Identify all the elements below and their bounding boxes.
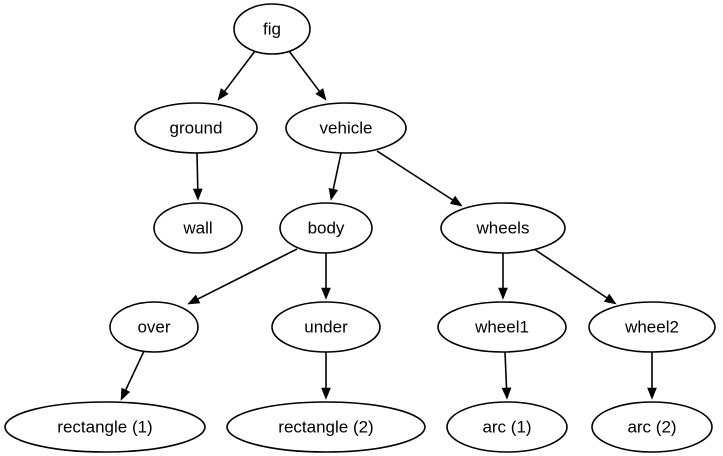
edge-wheels-to-wheel1 (498, 253, 508, 300)
graph-node-under[interactable]: under (271, 301, 381, 353)
edge-body-to-over (187, 248, 298, 305)
graph-node-ground[interactable]: ground (134, 102, 258, 154)
edge-line (288, 50, 322, 94)
arrowhead-icon (501, 387, 512, 400)
node-ellipse[interactable] (4, 401, 206, 453)
arrowhead-icon (449, 195, 463, 207)
edge-line (504, 351, 508, 391)
graph-node-rectangle2[interactable]: rectangle (2) (226, 401, 426, 453)
node-ellipse[interactable] (437, 301, 567, 353)
edge-wheel2-to-arc2 (647, 352, 657, 400)
edge-vehicle-to-body (328, 152, 342, 201)
graph-node-wheel1[interactable]: wheel1 (437, 301, 567, 353)
arrowhead-icon (315, 88, 327, 101)
node-ellipse[interactable] (233, 3, 311, 55)
edge-line (124, 350, 145, 393)
arrowhead-icon (187, 294, 201, 305)
node-ellipse[interactable] (285, 102, 407, 154)
node-ellipse[interactable] (153, 202, 243, 254)
edge-line (533, 248, 609, 300)
graph-node-rectangle1[interactable]: rectangle (1) (4, 401, 206, 453)
edge-ground-to-wall (192, 152, 203, 201)
arrowhead-icon (120, 387, 131, 401)
edge-under-to-rectangle2 (321, 352, 331, 400)
arrowhead-icon (321, 287, 331, 300)
node-ellipse[interactable] (440, 202, 566, 254)
edge-fig-to-vehicle (288, 50, 327, 101)
graph-node-fig[interactable]: fig (233, 3, 311, 55)
arrowhead-icon (498, 287, 508, 300)
edge-line (332, 152, 342, 192)
arrowhead-icon (328, 187, 339, 201)
node-ellipse[interactable] (588, 301, 716, 353)
edge-wheels-to-wheel2 (533, 248, 617, 305)
arrowhead-icon (603, 293, 617, 305)
edge-over-to-rectangle1 (120, 350, 145, 401)
graph-node-over[interactable]: over (109, 301, 199, 353)
arrowhead-icon (217, 88, 229, 101)
edge-fig-to-ground (217, 50, 256, 101)
edge-line (222, 50, 256, 94)
edges-layer (120, 50, 657, 401)
edge-wheel1-to-arc1 (501, 351, 512, 400)
graph-node-body[interactable]: body (279, 202, 373, 254)
edge-line (196, 152, 199, 192)
node-ellipse[interactable] (446, 401, 568, 453)
graph-node-wheels[interactable]: wheels (440, 202, 566, 254)
graph-node-vehicle[interactable]: vehicle (285, 102, 407, 154)
edge-line (376, 150, 455, 202)
edge-body-to-under (321, 253, 331, 300)
graph-node-wheel2[interactable]: wheel2 (588, 301, 716, 353)
nodes-layer: fig ground vehicle wall body wheels over under w… (4, 3, 716, 453)
node-ellipse[interactable] (279, 202, 373, 254)
graph-node-arc2[interactable]: arc (2) (591, 401, 713, 453)
node-ellipse[interactable] (271, 301, 381, 353)
edge-line (195, 248, 298, 301)
edge-vehicle-to-wheels (376, 150, 463, 207)
node-ellipse[interactable] (591, 401, 713, 453)
arrowhead-icon (192, 188, 203, 201)
graph-node-wall[interactable]: wall (153, 202, 243, 254)
node-ellipse[interactable] (134, 102, 258, 154)
graph-node-arc1[interactable]: arc (1) (446, 401, 568, 453)
node-ellipse[interactable] (226, 401, 426, 453)
arrowhead-icon (321, 387, 331, 400)
arrowhead-icon (647, 387, 657, 400)
node-ellipse[interactable] (109, 301, 199, 353)
